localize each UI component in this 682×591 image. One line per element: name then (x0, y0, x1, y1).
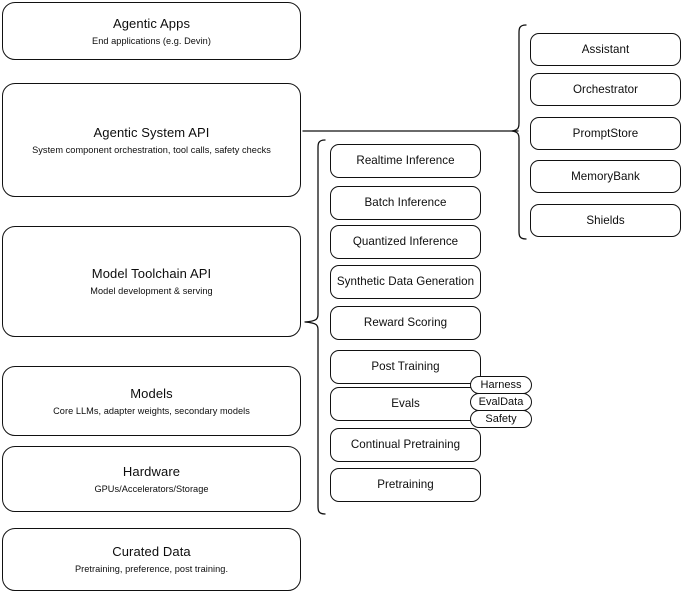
chip-evals[interactable]: Evals (330, 387, 481, 421)
block-subtitle: System component orchestration, tool cal… (32, 144, 271, 155)
chip-orchestrator[interactable]: Orchestrator (530, 73, 681, 106)
block-subtitle: Core LLMs, adapter weights, secondary mo… (53, 405, 250, 416)
pill-safety[interactable]: Safety (470, 410, 532, 428)
chip-label: Reward Scoring (363, 316, 448, 329)
chip-label: Batch Inference (364, 196, 447, 209)
chip-assistant[interactable]: Assistant (530, 33, 681, 66)
block-title: Agentic System API (93, 124, 210, 140)
chip-continual-pretraining[interactable]: Continual Pretraining (330, 428, 481, 462)
brace-middle-group (304, 139, 326, 515)
chip-post-training[interactable]: Post Training (330, 350, 481, 384)
chip-label: Orchestrator (572, 82, 639, 96)
chip-label: Shields (586, 213, 625, 227)
block-subtitle: Pretraining, preference, post training. (74, 564, 229, 574)
block-subtitle: End applications (e.g. Devin) (92, 35, 211, 46)
block-title: Model Toolchain API (91, 266, 212, 281)
chip-label: PromptStore (572, 126, 639, 140)
chip-label: Quantized Inference (352, 235, 459, 248)
block-subtitle: Model development & serving (90, 286, 213, 296)
chip-label: Assistant (581, 42, 630, 56)
chip-memorybank[interactable]: MemoryBank (530, 160, 681, 193)
block-curated-data[interactable]: Curated Data Pretraining, preference, po… (2, 528, 301, 591)
chip-label: Continual Pretraining (350, 438, 461, 451)
chip-synthetic-data-generation[interactable]: Synthetic Data Generation (330, 265, 481, 299)
chip-quantized-inference[interactable]: Quantized Inference (330, 225, 481, 259)
block-models[interactable]: Models Core LLMs, adapter weights, secon… (2, 366, 301, 436)
chip-label: MemoryBank (571, 169, 640, 183)
chip-pretraining[interactable]: Pretraining (330, 468, 481, 502)
chip-label: Realtime Inference (356, 154, 455, 167)
pill-label: EvalData (478, 395, 524, 408)
block-agentic-apps[interactable]: Agentic Apps End applications (e.g. Devi… (2, 2, 301, 60)
block-title: Hardware (122, 463, 181, 479)
block-hardware[interactable]: Hardware GPUs/Accelerators/Storage (2, 446, 301, 512)
chip-label: Synthetic Data Generation (336, 275, 475, 288)
chip-shields[interactable]: Shields (530, 204, 681, 237)
chip-batch-inference[interactable]: Batch Inference (330, 186, 481, 220)
pill-evaldata[interactable]: EvalData (470, 393, 532, 411)
block-title: Models (130, 385, 173, 401)
chip-realtime-inference[interactable]: Realtime Inference (330, 144, 481, 178)
chip-label: Post Training (371, 360, 440, 373)
chip-promptstore[interactable]: PromptStore (530, 117, 681, 150)
chip-label: Evals (391, 397, 420, 410)
block-agentic-system-api[interactable]: Agentic System API System component orch… (2, 83, 301, 197)
block-title: Agentic Apps (112, 15, 191, 31)
pill-harness[interactable]: Harness (470, 376, 532, 394)
brace-right-group (511, 24, 527, 240)
pill-label: Harness (480, 378, 522, 391)
block-title: Curated Data (112, 544, 191, 559)
block-model-toolchain-api[interactable]: Model Toolchain API Model development & … (2, 226, 301, 337)
chip-reward-scoring[interactable]: Reward Scoring (330, 306, 481, 340)
chip-label: Pretraining (377, 478, 434, 491)
block-subtitle: GPUs/Accelerators/Storage (94, 483, 209, 494)
pill-label: Safety (485, 412, 517, 425)
